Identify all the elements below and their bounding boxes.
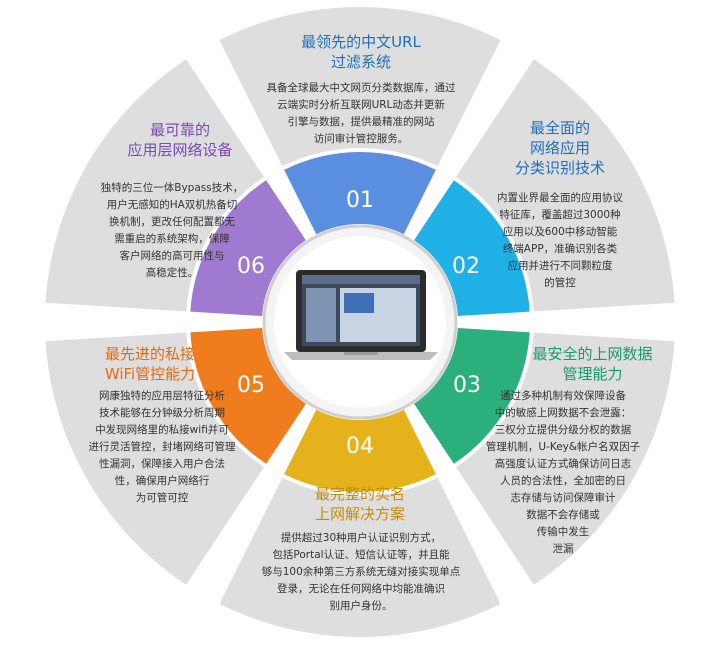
segment-03-ring [414, 327, 530, 464]
segment-05-ring [190, 327, 306, 464]
segment-03-background [456, 332, 675, 585]
segment-04-background [219, 477, 501, 637]
segment-01-ring [284, 151, 436, 235]
segment-05-title: 最先进的私接 WiFi管控能力 [104, 345, 196, 383]
segment-02-background [456, 59, 675, 312]
segment-05-background [45, 332, 264, 585]
laptop-screen-panel [344, 293, 374, 313]
segment-02-description: 内置业界最全面的应用协议 特征库，覆盖超过3000种 应用以及600中移动智能 … [497, 192, 623, 289]
segment-05-description: 网康独特的应用层特征分析 技术能够在分钟级分析周期 中发现网络里的私接wifi并… [88, 390, 236, 504]
laptop-screen-sidebar [306, 288, 336, 342]
segment-01-title: 最领先的中文URL 过滤系统 [301, 33, 421, 71]
segment-04-ring [284, 409, 436, 492]
segment-02-title: 最全面的 网络应用 分类识别技术 [514, 119, 605, 177]
segment-03-description: 通过多种机制有效保障设备 中的敏感上网数据不会泄露： 三权分立提供分级分权的数据… [485, 390, 641, 555]
segment-06-title: 最可靠的 应用层网络设备 [127, 121, 233, 159]
laptop-notch [344, 352, 378, 355]
segment-02-ring [414, 180, 530, 317]
segment-06-description: 独特的三位一体Bypass技术， 用户无感知的HA双机热备切 换机制，更改任何配… [100, 182, 244, 279]
segment-04-title: 最完整的实名 上网解决方案 [314, 485, 405, 523]
segment-01-background [219, 7, 501, 167]
laptop-base [284, 352, 438, 360]
segment-04-number: 04 [346, 434, 374, 459]
segment-01-number: 01 [346, 188, 374, 213]
segment-06-background [45, 59, 264, 312]
segment-03-title: 最安全的上网数据 管理能力 [532, 345, 653, 383]
segment-03-number: 03 [453, 373, 481, 398]
segment-02-number: 02 [452, 254, 480, 279]
segment-01-description: 具备全球最大中文网页分类数据库，通过 云端实时分析互联网URL动态并更新 引擎与… [266, 82, 456, 145]
segment-05-number: 05 [237, 373, 265, 398]
laptop-screen-toolbar [302, 275, 420, 284]
segment-06-number: 06 [237, 254, 265, 279]
segment-06-ring [190, 180, 306, 317]
segment-04-description: 提供超过30种用户认证识别方式， 包括Portal认证、短信认证等，并且能 够与… [261, 532, 461, 612]
